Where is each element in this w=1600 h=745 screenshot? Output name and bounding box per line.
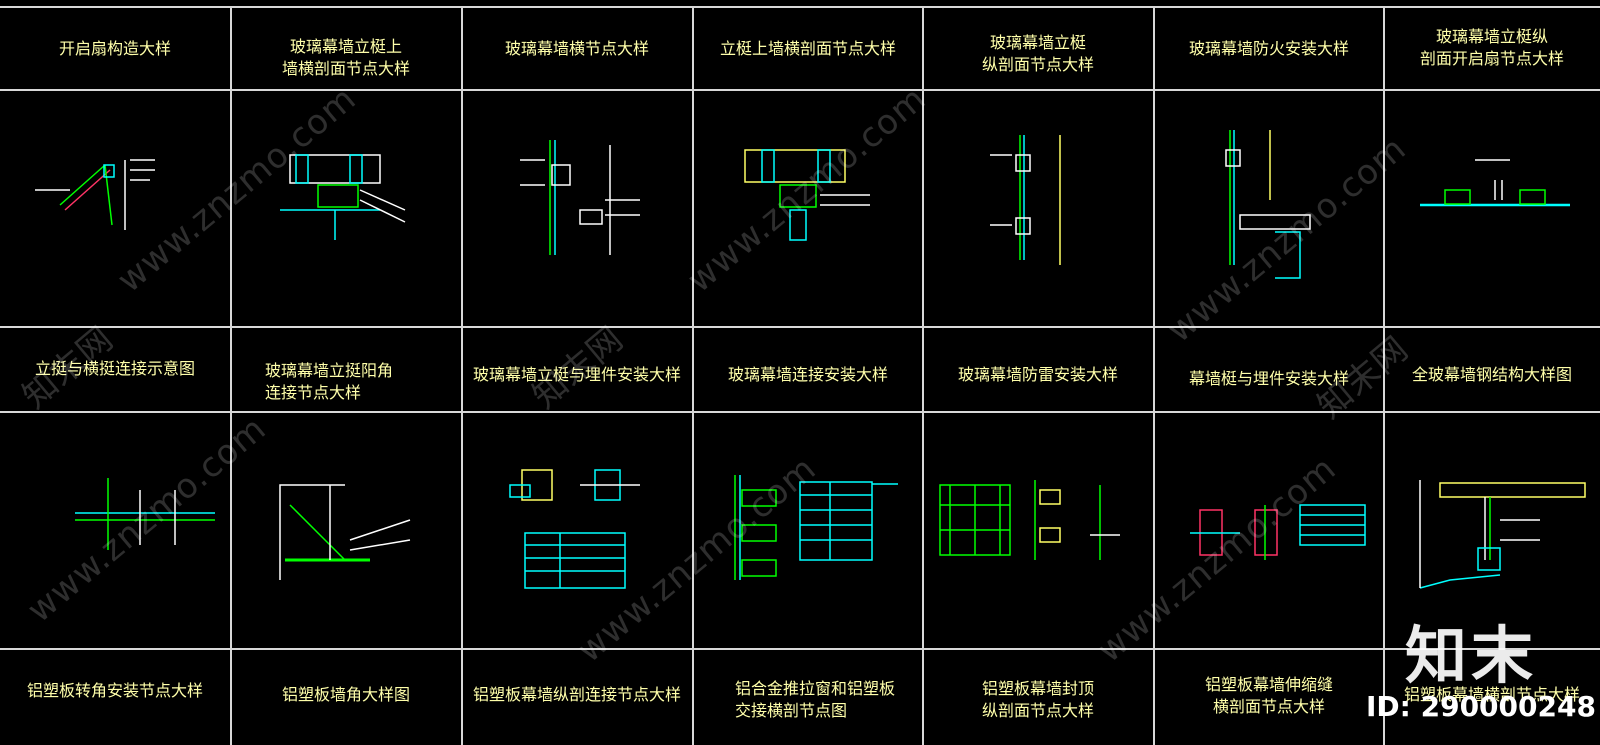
title-r1-c5: 玻璃幕墙立梃纵剖面节点大样 bbox=[981, 33, 1094, 74]
title-r1-c7: 玻璃幕墙立梃纵剖面开启扇节点大样 bbox=[1419, 27, 1564, 68]
title-r1-c1: 开启扇构造大样 bbox=[58, 39, 171, 58]
row-line-2 bbox=[0, 326, 1600, 328]
col-line-6 bbox=[1383, 6, 1385, 745]
title-r3-c2: 铝塑板墙角大样图 bbox=[281, 685, 410, 704]
title-r3-c3: 铝塑板幕墙纵剖连接节点大样 bbox=[472, 685, 681, 704]
row-line-1 bbox=[0, 89, 1600, 91]
detail-r2-c2 bbox=[279, 484, 411, 580]
title-r2-c6: 幕墙梃与埋件安装大样 bbox=[1188, 369, 1349, 388]
col-line-4 bbox=[922, 6, 924, 745]
detail-r1-c4 bbox=[744, 149, 870, 241]
detail-r2-c1 bbox=[75, 478, 215, 550]
detail-r1-c7 bbox=[1420, 159, 1570, 207]
title-r2-c2: 玻璃幕墙立挺阳角连接节点大样 bbox=[265, 361, 394, 402]
detail-r2-c6 bbox=[1190, 504, 1366, 560]
detail-r2-c4 bbox=[734, 475, 898, 580]
detail-r1-c1 bbox=[35, 159, 155, 230]
col-line-2 bbox=[461, 6, 463, 745]
col-line-3 bbox=[692, 6, 694, 745]
detail-r1-c2 bbox=[280, 154, 406, 240]
detail-r1-c5 bbox=[990, 135, 1061, 265]
title-r2-c3: 玻璃幕墙立梃与埋件安装大样 bbox=[472, 365, 681, 384]
title-r1-c6: 玻璃幕墙防火安装大样 bbox=[1188, 39, 1349, 58]
title-r3-c1: 铝塑板转角安装节点大样 bbox=[26, 681, 203, 700]
title-r3-c5: 铝塑板幕墙封顶纵剖面节点大样 bbox=[981, 679, 1094, 720]
title-r1-c4: 立梃上墙横剖面节点大样 bbox=[719, 39, 896, 58]
frame-top-line bbox=[0, 6, 1600, 8]
brand-logo: 知末 bbox=[1405, 619, 1538, 692]
detail-r2-c7 bbox=[1419, 480, 1586, 589]
title-r2-c4: 玻璃幕墙连接安装大样 bbox=[727, 365, 888, 384]
col-line-1 bbox=[230, 6, 232, 745]
title-r3-c4: 铝合金推拉窗和铝塑板交接横剖节点图 bbox=[735, 679, 896, 720]
brand-id: ID: 290000248 bbox=[1366, 690, 1596, 723]
row-line-4 bbox=[0, 648, 1600, 650]
detail-r2-c3 bbox=[509, 469, 640, 589]
title-r2-c5: 玻璃幕墙防雷安装大样 bbox=[957, 365, 1118, 384]
detail-r1-c6 bbox=[1225, 130, 1311, 279]
title-r3-c6: 铝塑板幕墙伸缩缝横剖面节点大样 bbox=[1204, 675, 1333, 716]
title-r3-c7: 铝塑板幕墙横剖节点大样 bbox=[1403, 685, 1580, 704]
title-r2-c1: 立挺与横挺连接示意图 bbox=[34, 359, 195, 378]
row-line-3 bbox=[0, 411, 1600, 413]
detail-r1-c3 bbox=[520, 140, 640, 255]
col-line-5 bbox=[1153, 6, 1155, 745]
detail-r2-c5 bbox=[939, 480, 1120, 560]
title-r1-c3: 玻璃幕墙横节点大样 bbox=[504, 39, 649, 58]
title-r2-c7: 全玻幕墙钢结构大样图 bbox=[1411, 365, 1572, 384]
title-r1-c2: 玻璃幕墙立梃上墙横剖面节点大样 bbox=[281, 37, 410, 78]
